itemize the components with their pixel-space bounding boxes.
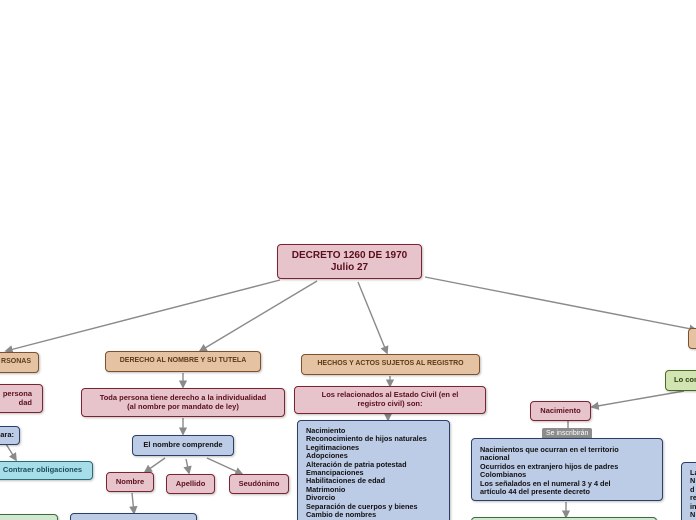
personas-ara-label: ara: xyxy=(0,430,14,440)
nombre-part-seudonimo[interactable]: Seudónimo xyxy=(229,474,289,494)
list-item: Habilitaciones de edad xyxy=(306,476,386,486)
list-item: Adopciones xyxy=(306,451,348,461)
individualidad-line2: (al nombre por mandato de ley) xyxy=(127,401,239,411)
right-edge-items: La N d re in N xyxy=(690,468,696,519)
contraer-obligaciones-label: Contraer obligaciones xyxy=(2,465,83,475)
central-title-line1: DECRETO 1260 DE 1970 xyxy=(291,250,408,261)
central-title-line2: Julio 27 xyxy=(330,261,369,273)
connector-comprende-seudonimo xyxy=(206,457,244,476)
contraer-obligaciones-node[interactable]: Contraer obligaciones xyxy=(0,461,93,480)
registro-items-list[interactable]: Nacimiento Reconocimiento de hijos natur… xyxy=(297,420,450,520)
personas-desc-line2: dad xyxy=(18,397,32,407)
list-item: Ocurridos en extranjero hijos de padres xyxy=(480,461,619,471)
nombre-part-nombre-label: Nombre xyxy=(115,476,145,486)
hechos-actos-title: HECHOS Y ACTOS SUJETOS AL REGISTRO xyxy=(317,360,464,368)
nacimientos-items: Nacimientos que ocurran en el territorio… xyxy=(480,445,619,496)
list-item: Divorcio xyxy=(306,493,336,503)
list-item: Reconocimiento de hijos naturales xyxy=(306,434,427,444)
list-item: Cambio de nombres xyxy=(306,509,377,519)
registro-items: Nacimiento Reconocimiento de hijos natur… xyxy=(306,426,427,519)
list-item: N xyxy=(690,476,696,486)
connector-central-personas xyxy=(4,279,281,354)
list-item: N xyxy=(690,509,696,519)
individualidad-line1: Toda persona tiene derecho a la individu… xyxy=(99,392,267,402)
se-inscribiran-tag: Se inscribirán xyxy=(542,428,593,439)
nacimiento-bottom-node[interactable] xyxy=(471,517,657,520)
list-item: Los señalados en el numeral 3 y 4 del xyxy=(480,478,611,488)
list-item: Nacimiento xyxy=(306,426,346,435)
nombre-bottom-node[interactable] xyxy=(70,513,197,520)
individualidad-node[interactable]: Toda persona tiene derecho a la individu… xyxy=(81,388,285,417)
connector-comprende-nombre xyxy=(143,457,166,473)
right-topic-partial[interactable] xyxy=(688,328,696,349)
nacimiento-node[interactable]: Nacimiento xyxy=(530,401,591,421)
list-item: Emancipaciones xyxy=(306,467,364,477)
personas-desc-line1: persona xyxy=(2,388,32,398)
lo-con-label: Lo con xyxy=(674,375,696,385)
nombre-comprende-label: El nombre comprende xyxy=(143,440,223,450)
central-topic[interactable]: DECRETO 1260 DE 1970 Julio 27 xyxy=(277,244,422,279)
personas-title: RSONAS xyxy=(1,358,31,366)
hechos-actos-topic[interactable]: HECHOS Y ACTOS SUJETOS AL REGISTRO xyxy=(301,354,480,375)
nombre-part-apellido-label: Apellido xyxy=(175,478,206,488)
personas-bottom-node[interactable] xyxy=(0,514,58,520)
derecho-nombre-topic[interactable]: DERECHO AL NOMBRE Y SU TUTELA xyxy=(105,351,261,372)
nombre-part-seudonimo-label: Seudónimo xyxy=(238,478,280,488)
list-item: La xyxy=(690,468,696,477)
estado-civil-line2: registro civil) son: xyxy=(357,399,423,408)
connector-comprende-apellido xyxy=(183,458,192,475)
nacimientos-items-list[interactable]: Nacimientos que ocurran en el territorio… xyxy=(471,438,663,501)
connector-locon-nacimiento xyxy=(590,390,685,410)
list-item: d xyxy=(690,484,695,494)
list-item: Separación de cuerpos y bienes xyxy=(306,501,418,511)
connector-central-nombre xyxy=(198,280,318,352)
list-item: nacional xyxy=(480,453,510,463)
lo-con-node[interactable]: Lo con xyxy=(665,370,696,391)
connector-nombre-down xyxy=(129,492,138,515)
connector-central-hechos xyxy=(357,281,389,355)
list-item: Alteración de patria potestad xyxy=(306,459,407,469)
personas-topic[interactable]: RSONAS xyxy=(0,352,39,373)
list-item: in xyxy=(690,501,696,511)
list-item: Nacimientos que ocurran en el territorio xyxy=(480,445,619,454)
derecho-nombre-title: DERECHO AL NOMBRE Y SU TUTELA xyxy=(119,357,247,365)
personas-ara-node[interactable]: ara: xyxy=(0,426,20,445)
personas-desc-node[interactable]: persona dad xyxy=(0,384,43,413)
list-item: Colombianos xyxy=(480,470,527,480)
list-item: Legitimaciones xyxy=(306,442,360,452)
nombre-part-nombre[interactable]: Nombre xyxy=(106,472,154,492)
connector-central-right xyxy=(424,276,696,333)
list-item: artículo 44 del presente decreto xyxy=(480,486,590,496)
nacimiento-label: Nacimiento xyxy=(540,405,581,415)
right-edge-list-partial[interactable]: La N d re in N xyxy=(681,462,696,520)
list-item: Matrimonio xyxy=(306,484,346,494)
nombre-part-apellido[interactable]: Apellido xyxy=(166,474,215,494)
estado-civil-line1: Los relacionados al Estado Civil (en el xyxy=(321,390,459,400)
estado-civil-node[interactable]: Los relacionados al Estado Civil (en el … xyxy=(294,386,486,414)
nombre-comprende-node[interactable]: El nombre comprende xyxy=(132,435,234,456)
connector-ara-obligaciones xyxy=(5,443,17,462)
list-item: re xyxy=(690,493,696,503)
